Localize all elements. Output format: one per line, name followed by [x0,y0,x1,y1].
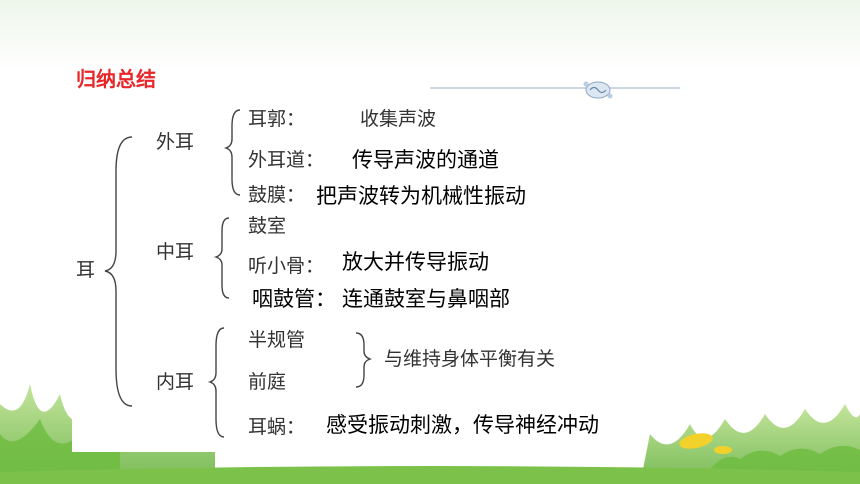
vestibule-name: 前庭 [248,371,287,393]
ossicles-name: 听小骨： [248,255,325,277]
middle-ear-label: 中耳 [156,241,195,263]
eustachian-name: 咽鼓管： [252,287,336,311]
eardrum-desc: 把声波转为机械性振动 [316,184,526,208]
outer-ear-label: 外耳 [156,131,195,153]
inner-ear-label: 内耳 [156,371,195,393]
leaf-icon [714,446,732,454]
eardrum-name: 鼓膜： [248,184,306,206]
section-title: 归纳总结 [76,67,156,91]
cavity-name: 鼓室 [248,215,287,237]
pinna-name: 耳郭： [248,108,306,130]
semicircular-name: 半规管 [248,329,306,351]
sky-gradient [0,0,860,70]
divider-ornament [430,81,680,99]
pinna-desc: 收集声波 [360,108,437,130]
eustachian-desc: 连通鼓室与鼻咽部 [342,287,510,311]
root-ear-label: 耳 [76,259,96,281]
ossicles-desc: 放大并传导振动 [342,250,489,274]
canal-name: 外耳道： [248,149,325,171]
cochlea-name: 耳蜗： [248,416,306,438]
leaf-icon [679,433,713,449]
canal-desc: 传导声波的通道 [352,148,499,172]
grass-decoration [0,384,860,484]
ear-structure-diagram: 耳 外耳 耳郭： 收集声波 外耳道： 传导声波的通道 鼓膜： 把声波转为机械性振… [72,101,646,452]
cochlea-desc: 感受振动刺激，传导神经冲动 [326,413,599,437]
balance-desc: 与维持身体平衡有关 [384,348,556,370]
bracket-lines [104,109,373,438]
